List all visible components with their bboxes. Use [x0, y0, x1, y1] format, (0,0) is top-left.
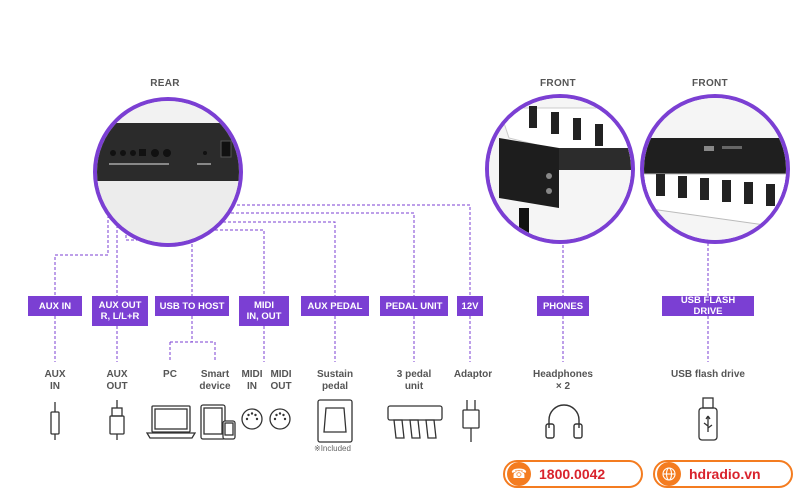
tag-usb-to-host: USB TO HOST — [155, 296, 229, 316]
rear-title: REAR — [150, 78, 180, 89]
midi-in-connector-icon — [241, 408, 263, 430]
website-badge[interactable]: hdradio.vn — [653, 460, 793, 488]
hotline-number: 1800.0042 — [539, 466, 606, 482]
front-title-right: FRONT — [692, 78, 728, 89]
tag-pedal-unit: PEDAL UNIT — [380, 296, 448, 316]
label-midi-in: MIDI IN — [241, 369, 263, 392]
midi-out-connector-icon — [269, 408, 291, 430]
rear-panel-closeup — [93, 97, 243, 247]
label-aux-out: AUX OUT — [106, 369, 128, 392]
front-title-left: FRONT — [540, 78, 576, 89]
label-aux-in: AUX IN — [44, 369, 66, 392]
tag-aux-in: AUX IN — [28, 296, 82, 316]
included-note: ※Included — [314, 444, 351, 453]
label-pedal-unit: 3 pedal unit — [396, 369, 432, 392]
tag-aux-pedal: AUX PEDAL — [301, 296, 369, 316]
tag-usb-flash-drive: USB FLASH DRIVE — [662, 295, 754, 317]
label-pc: PC — [163, 369, 177, 380]
tag-aux-out: AUX OUT R, L/L+R — [92, 296, 148, 326]
smart-device-icon — [200, 404, 236, 440]
label-usb-flash: USB flash drive — [671, 369, 745, 380]
tag-12v: 12V — [457, 296, 483, 316]
pedal-unit-icon — [387, 405, 443, 439]
tag-phones: PHONES — [537, 296, 589, 316]
adaptor-plug-icon — [462, 400, 480, 442]
label-headphones: Headphones × 2 — [532, 369, 593, 392]
aux-in-jack-icon — [50, 402, 60, 440]
label-midi-out: MIDI OUT — [270, 369, 292, 392]
globe-icon — [657, 462, 681, 486]
hotline-badge[interactable]: ☎ 1800.0042 — [503, 460, 643, 488]
sustain-pedal-icon — [317, 399, 353, 443]
front-usb-closeup — [640, 94, 790, 244]
label-sustain-pedal: Sustain pedal — [316, 369, 354, 392]
headphones-icon — [545, 404, 583, 439]
tag-midi: MIDI IN, OUT — [239, 296, 289, 326]
website-url: hdradio.vn — [689, 466, 761, 482]
phone-icon: ☎ — [507, 462, 531, 486]
laptop-icon — [146, 405, 196, 439]
aux-out-jack-icon — [109, 400, 125, 440]
label-smart-device: Smart device — [199, 369, 231, 392]
usb-flash-drive-icon — [698, 397, 718, 441]
label-adaptor: Adaptor — [453, 369, 493, 380]
front-headphones-closeup — [485, 94, 635, 244]
